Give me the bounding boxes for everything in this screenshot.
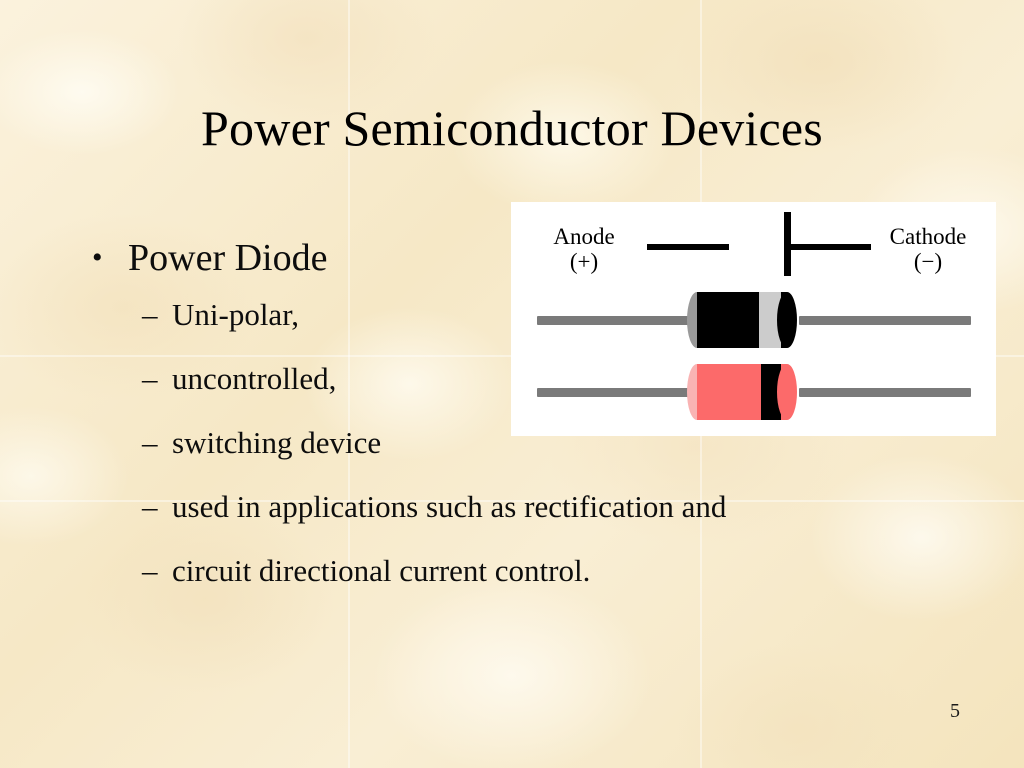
package-body [687, 292, 797, 348]
dash-marker: – [142, 361, 158, 396]
cathode-polarity-sign: (−) [913, 249, 943, 274]
list-item-text: used in applications such as rectificati… [172, 489, 727, 524]
list-item: – uncontrolled, [86, 356, 966, 402]
cathode-label-text: Cathode [889, 224, 967, 249]
list-item-text: Power Diode [128, 237, 328, 279]
list-item-text: switching device [172, 425, 382, 460]
package-lead-left [537, 316, 709, 325]
list-item: – Uni-polar, [86, 292, 966, 338]
list-item-text: Uni-polar, [172, 297, 300, 332]
anode-label: Anode (+) [529, 224, 639, 274]
package-body [687, 364, 797, 420]
dash-marker: – [142, 425, 158, 460]
list-item-text: uncontrolled, [172, 361, 337, 396]
list-item: • Power Diode [86, 232, 966, 284]
dash-marker: – [142, 297, 158, 332]
list-item: – used in applications such as rectifica… [86, 484, 966, 530]
bullet-list: • Power Diode – Uni-polar, – uncontrolle… [86, 232, 966, 612]
list-item: – switching device [86, 420, 966, 466]
page-number: 5 [950, 700, 960, 722]
page-title: Power Semiconductor Devices [201, 100, 823, 156]
dash-marker: – [142, 489, 158, 524]
anode-lead-line [647, 244, 729, 250]
package-lead-right [799, 388, 971, 397]
dash-marker: – [142, 553, 158, 588]
package-end-cap-right [777, 364, 797, 420]
cathode-lead-line [787, 244, 871, 250]
package-lead-left [537, 388, 709, 397]
list-item: – circuit directional current control. [86, 548, 966, 594]
package-cathode-band [761, 364, 781, 420]
package-end-cap-right [777, 292, 797, 348]
cathode-label: Cathode (−) [868, 224, 988, 274]
diode-figure-panel: Anode (+) Cathode (−) [511, 202, 996, 436]
package-lead-right [799, 316, 971, 325]
anode-label-text: Anode [553, 224, 615, 249]
list-item-text: circuit directional current control. [172, 553, 591, 588]
bullet-marker: • [92, 241, 103, 274]
package-cathode-band [759, 292, 781, 348]
anode-polarity-sign: (+) [569, 249, 599, 274]
